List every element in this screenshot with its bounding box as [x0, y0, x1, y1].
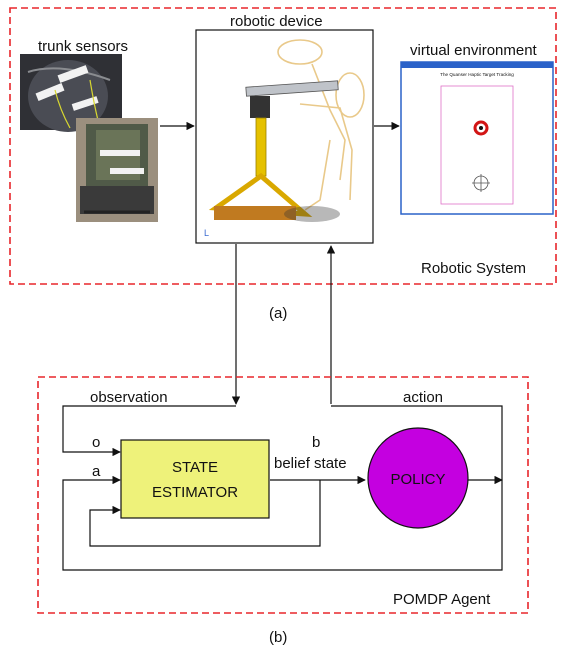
observation-label: observation [90, 389, 168, 406]
action-label: action [403, 389, 443, 406]
policy-label: POLICY [390, 471, 445, 488]
state-estimator-line1: STATE [172, 459, 218, 476]
pomdp-agent-border [37, 376, 529, 614]
belief-feedback-line [89, 480, 321, 547]
robotic-system-border [9, 7, 557, 285]
observation-line [62, 405, 236, 457]
action-feedback-line [62, 475, 503, 571]
a-label: a [92, 463, 101, 480]
b-label: b [312, 434, 320, 451]
panel-a-caption: (a) [269, 305, 287, 322]
virtual-environment-label: virtual environment [410, 42, 538, 59]
o-label: o [92, 434, 100, 451]
virtual-environment-window: The Quanser Haptic Target Tracking [400, 61, 554, 215]
trunk-sensors-photo [20, 54, 158, 222]
policy-node [367, 427, 469, 529]
action-output-line [331, 405, 503, 480]
virtual-window-title: The Quanser Haptic Target Tracking [440, 72, 514, 77]
panel-b-caption: (b) [269, 629, 287, 646]
robotic-system-label: Robotic System [421, 260, 526, 277]
state-estimator-box [120, 439, 270, 519]
robotic-device-illustration: L [195, 29, 374, 244]
crosshair-icon [472, 174, 490, 192]
robotic-device-label: robotic device [230, 13, 323, 30]
belief-state-label: belief state [274, 455, 347, 472]
svg-text:L: L [204, 228, 209, 238]
state-estimator-line2: ESTIMATOR [152, 484, 238, 501]
pomdp-agent-label: POMDP Agent [393, 591, 491, 608]
trunk-sensors-label: trunk sensors [38, 38, 128, 55]
